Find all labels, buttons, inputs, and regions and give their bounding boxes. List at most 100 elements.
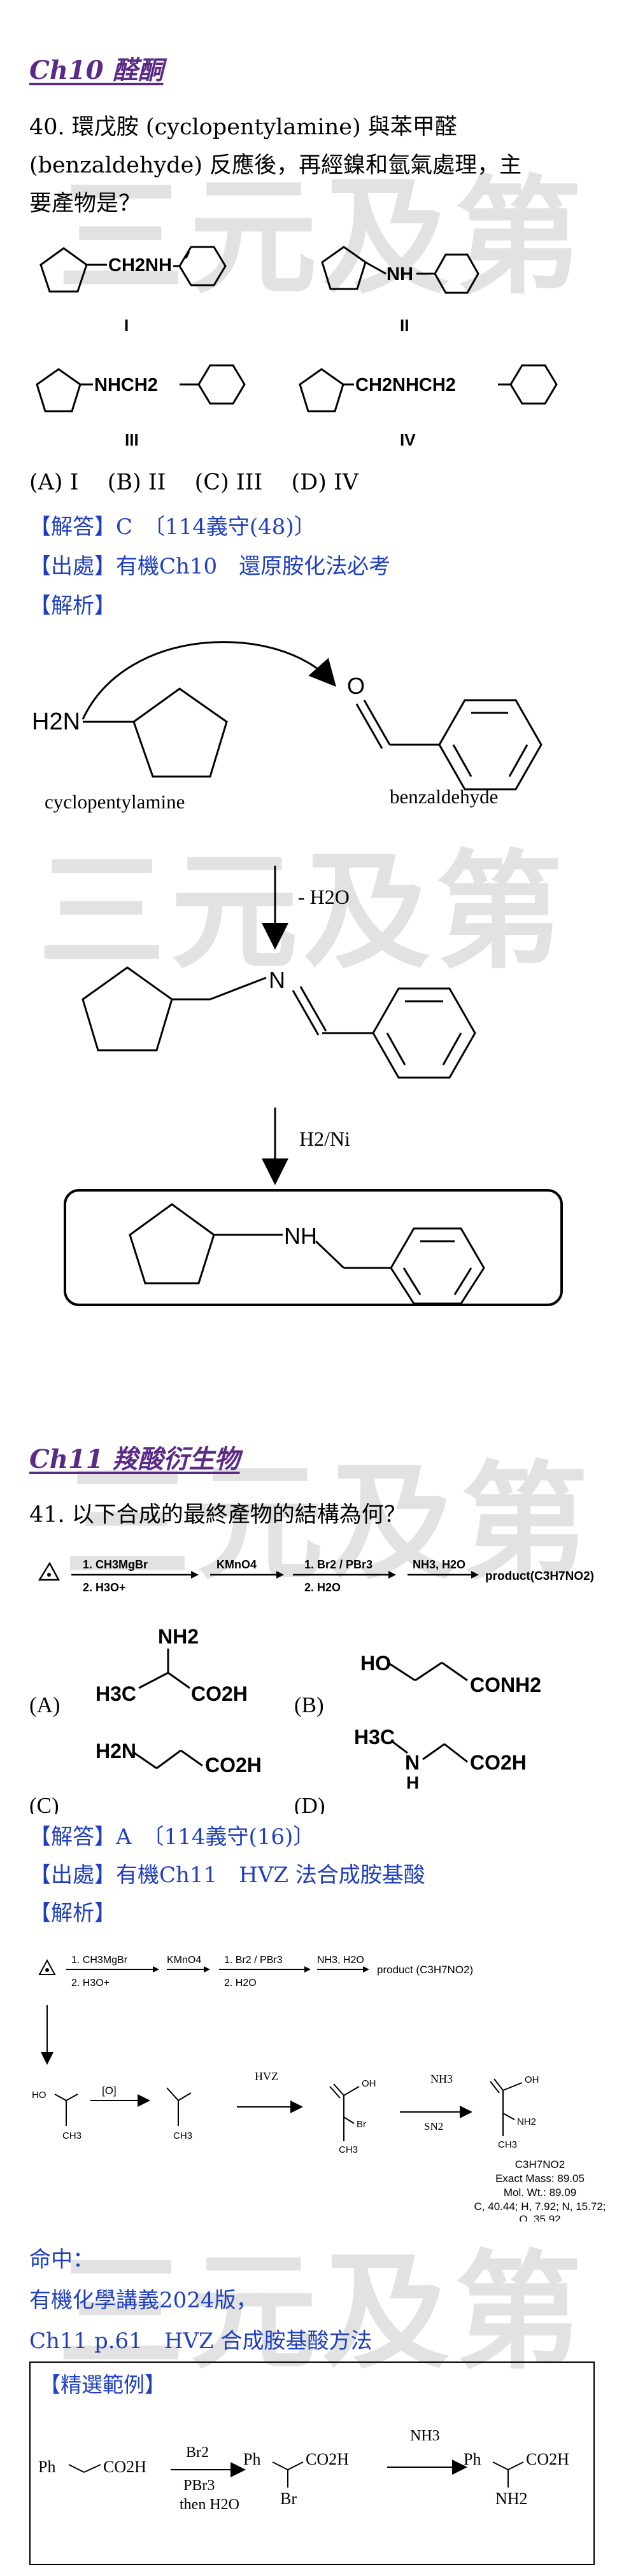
- ch11-answer: 【解答】A 〔114義守(16)〕: [29, 1824, 315, 1850]
- ex-pbr3: PBr3: [183, 2477, 215, 2494]
- struct-III-cyclopentane: [36, 368, 82, 412]
- amine-cyclopentane: [132, 687, 228, 778]
- optA-co2h: CO2H: [191, 1682, 248, 1705]
- step1-label: - H2O: [298, 885, 350, 908]
- s2-r1-top: 1. CH3MgBr: [71, 1955, 128, 1966]
- s1-r3-top: 1. Br2 / PBr3: [304, 1558, 372, 1571]
- struct-III-group: NHCH2: [94, 375, 158, 395]
- info-composition: C, 40.44; H, 7.92; N, 15.72;: [474, 2200, 606, 2213]
- optB-conh2: CONH2: [470, 1673, 541, 1696]
- optA-h3c: H3C: [96, 1682, 136, 1705]
- label-I: I: [124, 316, 129, 335]
- ch10-title: Ch10 醛酮: [29, 55, 164, 85]
- ch10-question-line1: 40. 環戊胺 (cyclopentylamine) 與苯甲醛: [29, 115, 457, 140]
- curved-arrow: [82, 641, 336, 720]
- struct-II-benzene: [434, 253, 479, 294]
- example-scheme: Ph CO2H Br2 PBr3 then H2O Ph CO2H Br NH3…: [38, 2428, 569, 2513]
- optC-co2h: CO2H: [205, 1754, 262, 1777]
- struct-II-cyclopentane: [321, 246, 367, 290]
- s1-r4-top: NH3, H2O: [413, 1558, 465, 1571]
- struct-I-benzene: [178, 246, 227, 286]
- struct-II-group: NH: [386, 264, 413, 285]
- mech-ho: HO: [32, 2090, 46, 2101]
- ch10-question-line2: (benzaldehyde) 反應後，再經鎳和氫氣處理，主: [29, 153, 522, 178]
- example-box: 【精選範例】 Ph CO2H Br2 PBr3: [29, 2361, 595, 2565]
- product-nh: NH: [284, 1223, 317, 1249]
- mech-nh3: NH3: [430, 2073, 453, 2085]
- ex-co2h-1: CO2H: [103, 2458, 146, 2476]
- optD-h3c: H3C: [354, 1726, 395, 1749]
- struct-I-group: CH2NH: [108, 255, 172, 276]
- s1-r3-bot: 2. H2O: [304, 1581, 341, 1594]
- optB-ho: HO: [360, 1652, 391, 1675]
- mech-oh-1: OH: [362, 2078, 376, 2089]
- imine-n: N: [269, 967, 285, 993]
- mech-br: Br: [357, 2119, 366, 2130]
- s1-product: product(C3H7NO2): [485, 1570, 594, 1583]
- mech-hvz: HVZ: [255, 2070, 278, 2083]
- s1-r1-bot: 2. H3O+: [83, 1581, 126, 1594]
- mech-oh-2: OH: [525, 2074, 539, 2085]
- ch10-question-line3: 要產物是？: [29, 191, 141, 216]
- optA-nh2: NH2: [158, 1625, 199, 1648]
- ex-co2h-2: CO2H: [306, 2450, 349, 2468]
- info-composition-o: O, 35.92: [519, 2213, 560, 2221]
- label-II: II: [400, 316, 409, 335]
- epoxide-icon: [38, 1561, 60, 1581]
- mech-nh2: NH2: [517, 2116, 536, 2127]
- hit-line2: Ch11 p.61 HVZ 合成胺基酸方法: [29, 2328, 372, 2354]
- ch10-analysis: 【解析】: [29, 593, 116, 619]
- s2-r2-top: KMnO4: [167, 1955, 201, 1966]
- ex-br2: Br2: [186, 2444, 209, 2461]
- ex-co2h-3: CO2H: [526, 2450, 569, 2468]
- option-d: (D) IV: [291, 470, 359, 495]
- s2-r1-bot: 2. H3O+: [71, 1978, 110, 1988]
- hit-title: 命中：: [29, 2247, 94, 2272]
- ch11-analysis: 【解析】: [29, 1901, 116, 1926]
- optD-h: H: [406, 1773, 419, 1792]
- ch10-structures: CH2NH NH NHCH2 CH2NHCH2 I II III IV: [36, 246, 558, 449]
- info-mol-wt: Mol. Wt.: 89.09: [504, 2186, 576, 2199]
- aldehyde-name: benzaldehyde: [390, 785, 498, 808]
- option-b: (B) II: [107, 470, 166, 495]
- ch10-source: 【出處】有機Ch10 還原胺化法必考: [29, 554, 391, 579]
- product-benzene: [390, 1227, 485, 1305]
- mech-sn2: SN2: [424, 2120, 443, 2132]
- mech-ch3-3: CH3: [339, 2144, 358, 2155]
- ch10-question: 40. 環戊胺 (cyclopentylamine) 與苯甲醛 (benzald…: [29, 108, 590, 223]
- s2-r3-bot: 2. H2O: [224, 1978, 257, 1988]
- ch10-answer: 【解答】C 〔114義守(48)〕: [29, 514, 316, 540]
- s2-r3-top: 1. Br2 / PBr3: [224, 1955, 283, 1966]
- info-formula: C3H7NO2: [515, 2158, 565, 2171]
- aldehyde-benzene: [438, 699, 542, 791]
- optD-co2h: CO2H: [470, 1751, 527, 1774]
- amine-group: H2N: [32, 708, 80, 735]
- ch11-scheme: 1. CH3MgBr 2. H3O+ KMnO4 1. Br2 / PBr3 2…: [38, 1558, 594, 1594]
- ex-nh3: NH3: [410, 2428, 440, 2444]
- amine-name: cyclopentylamine: [45, 791, 185, 813]
- step2-label: H2/Ni: [299, 1127, 350, 1150]
- ch11-source: 【出處】有機Ch11 HVZ 法合成胺基酸: [29, 1862, 425, 1888]
- mech-o-label: [O]: [102, 2085, 117, 2097]
- struct-I-cyclopentane: [39, 247, 88, 293]
- ch11-question: 41. 以下合成的最終產物的結構為何？: [29, 1502, 406, 1528]
- s1-r2-top: KMnO4: [216, 1558, 257, 1571]
- imine-benzene: [372, 987, 476, 1079]
- mech-ch3-1: CH3: [62, 2130, 82, 2141]
- product-box: [64, 1189, 563, 1306]
- option-a: (A) I: [29, 470, 79, 495]
- label-IV: IV: [400, 430, 416, 449]
- label-III: III: [125, 430, 139, 449]
- optA-label: (A): [29, 1693, 60, 1717]
- struct-IV-group: CH2NHCH2: [355, 375, 456, 395]
- option-c: (C) III: [194, 470, 263, 495]
- ch11-options: (A) NH2 H3C CO2H (B) HO CONH2 (C) H2N CO…: [29, 1625, 541, 1814]
- ch10-options: (A) I (B) II (C) III (D) IV: [29, 470, 380, 495]
- product-cyclopentane: [129, 1203, 215, 1284]
- optD-n: N: [405, 1751, 420, 1774]
- optC-h2n: H2N: [96, 1740, 136, 1763]
- aldehyde-o: O: [347, 673, 365, 699]
- ex-ph-2: Ph: [243, 2450, 260, 2468]
- struct-IV-benzene: [509, 364, 558, 405]
- ex-ph-1: Ph: [38, 2458, 55, 2476]
